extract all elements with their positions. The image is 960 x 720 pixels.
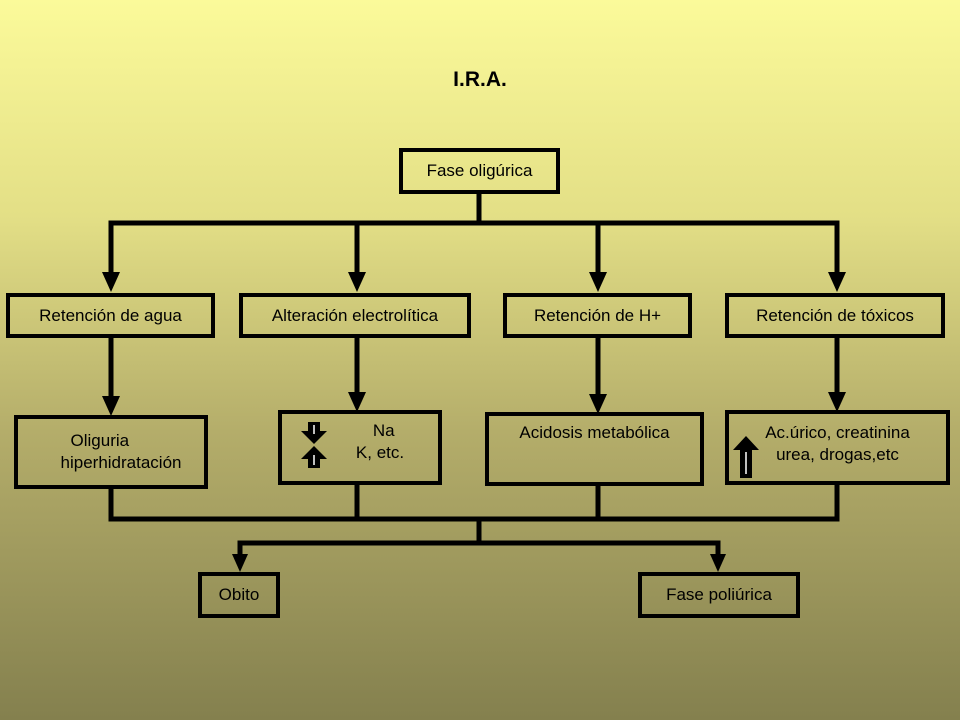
acurico-text: Ac.úrico, creatinina urea, drogas,etc: [765, 422, 910, 466]
up-arrow-icon: [301, 446, 327, 474]
box-label: Retención de agua: [39, 305, 182, 325]
down-arrow-icon: [301, 422, 327, 450]
acurico-line-1: Ac.úrico, creatinina: [765, 423, 910, 442]
box-acidosis: Acidosis metabólica: [485, 412, 704, 486]
arrowhead-obito: [232, 554, 248, 572]
na-line: Na: [372, 421, 395, 440]
oliguria-text: Oliguria hiperhidratación: [41, 430, 182, 474]
arrowhead-na-k: [348, 392, 366, 412]
na-k-text: Na K, etc.: [356, 420, 404, 464]
box-label: Obito: [218, 585, 260, 604]
arrowhead-oliguria: [102, 396, 120, 416]
box-fase-oligurica: Fase oligúrica: [399, 148, 560, 194]
box-na-k: Na K, etc.: [278, 410, 442, 485]
arrowhead-water: [102, 272, 120, 292]
arrowhead-acurico: [828, 392, 846, 412]
box-acurico: Ac.úrico, creatinina urea, drogas,etc: [725, 410, 950, 485]
page-title: I.R.A.: [453, 68, 507, 91]
arrowhead-acidosis: [589, 394, 607, 414]
box-label: Retención de tóxicos: [756, 305, 914, 325]
box-label: Retención de H+: [533, 305, 662, 325]
box-label: Ac.úrico, creatinina urea, drogas,etc: [729, 414, 946, 481]
box-oliguria: Oliguria hiperhidratación: [14, 415, 208, 489]
box-retencion-toxicos: Retención de tóxicos: [725, 293, 945, 338]
arrowhead-toxic: [828, 272, 846, 292]
box-label: Na K, etc.: [282, 414, 438, 481]
box-fase-poliurica: Fase poliúrica: [638, 572, 800, 618]
box-label: Alteración electrolítica: [271, 305, 439, 325]
up-arrow-icon: [733, 436, 759, 484]
box-label: Fase poliúrica: [666, 585, 772, 604]
box-alteracion-electrolitica: Alteración electrolítica: [239, 293, 471, 338]
acurico-line-2: urea, drogas,etc: [776, 445, 899, 464]
box-label: Fase oligúrica: [426, 161, 533, 180]
arrowhead-poliurica: [710, 554, 726, 572]
box-label: Oliguria hiperhidratación: [18, 419, 204, 485]
box-label: Acidosis metabólica: [519, 423, 670, 442]
arrowhead-electrolyte: [348, 272, 366, 292]
oliguria-line-2: hiperhidratación: [60, 453, 182, 472]
k-line: K, etc.: [355, 443, 405, 462]
oliguria-line-1: Oliguria: [70, 431, 130, 450]
arrowhead-acid: [589, 272, 607, 292]
box-retencion-agua: Retención de agua: [6, 293, 215, 338]
box-retencion-h: Retención de H+: [503, 293, 692, 338]
box-obito: Obito: [198, 572, 280, 618]
